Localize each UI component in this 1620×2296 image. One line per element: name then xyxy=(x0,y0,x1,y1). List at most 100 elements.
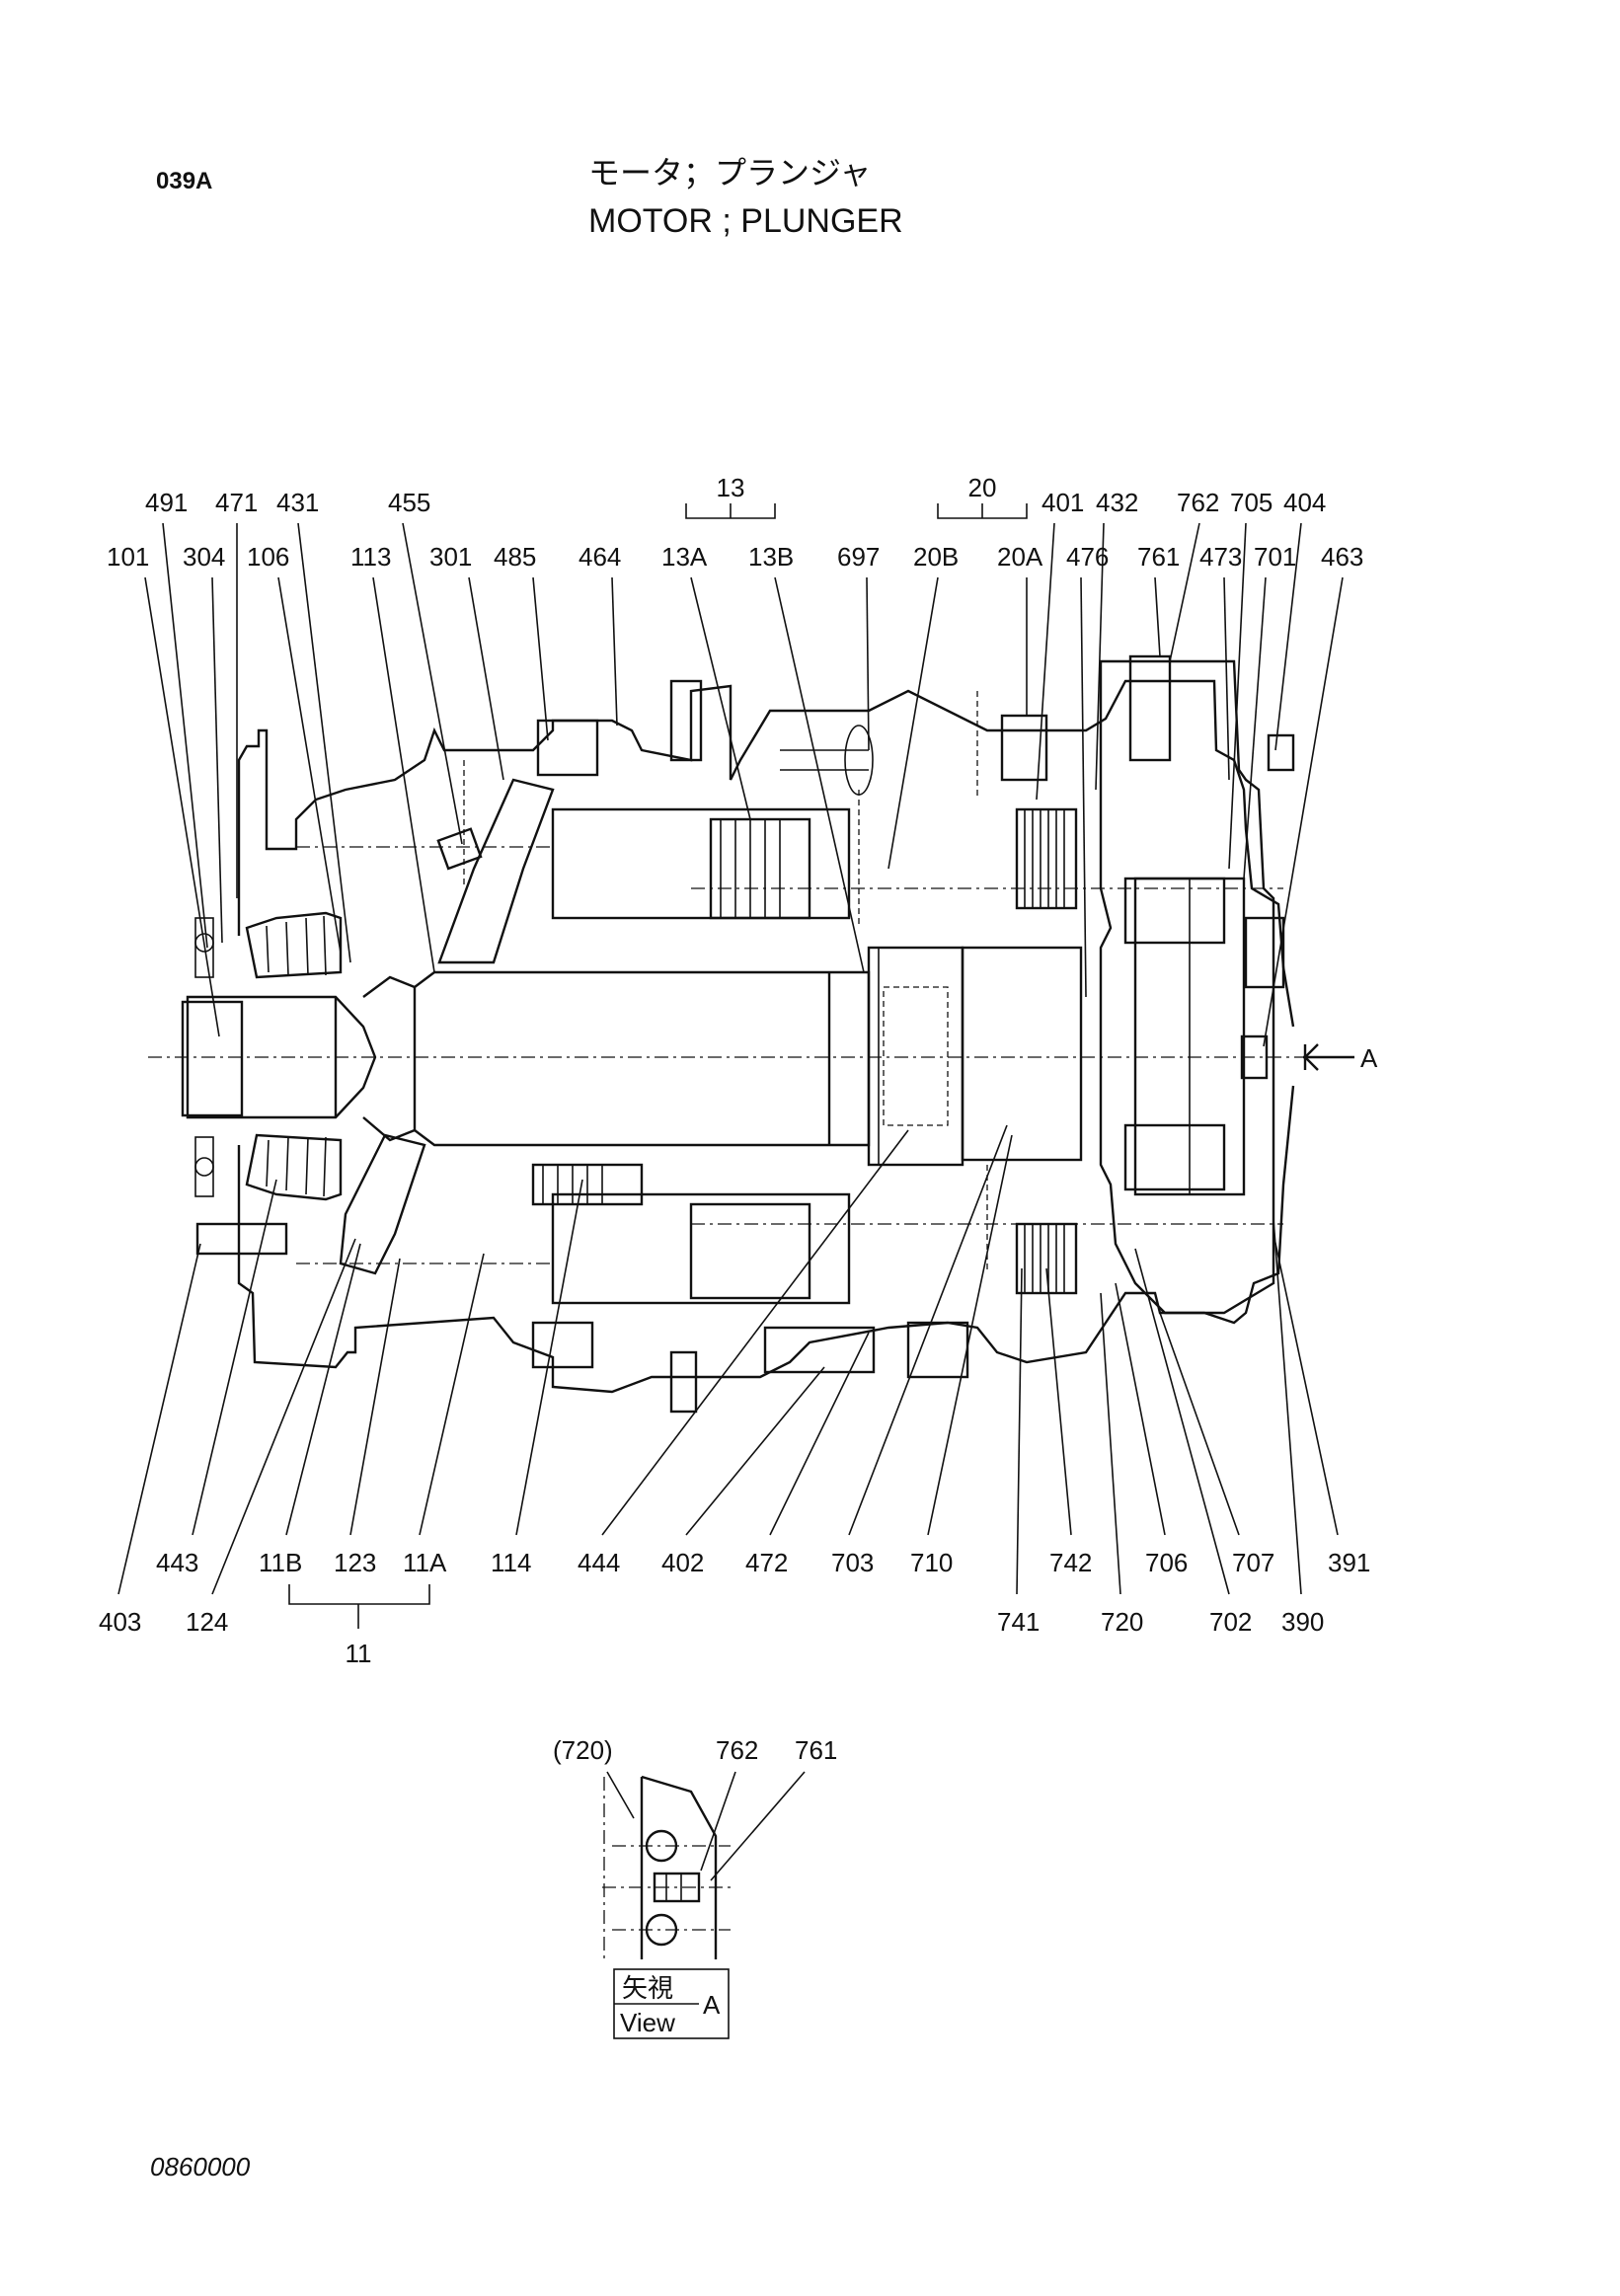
callout-705: 705 xyxy=(1230,488,1273,517)
group-bracket-11 xyxy=(288,1584,430,1629)
pin-455 xyxy=(436,827,483,871)
callout-443: 443 xyxy=(156,1548,198,1577)
group-bracket-13 xyxy=(685,503,776,519)
callout-114: 114 xyxy=(491,1548,531,1577)
callout-20B: 20B xyxy=(913,542,959,572)
callout-11A: 11A xyxy=(403,1548,447,1577)
shaft-end-flange xyxy=(181,1000,244,1117)
bolt-404 xyxy=(1267,733,1295,772)
plug-top-left xyxy=(669,679,703,762)
view-a-ref-720: (720) xyxy=(553,1735,613,1765)
callout-group-13: 13 xyxy=(717,473,745,502)
friction-plates-lower xyxy=(1015,1222,1078,1295)
callout-304: 304 xyxy=(183,542,225,572)
view-a-label-en: View xyxy=(620,2008,675,2037)
callout-710: 710 xyxy=(910,1548,953,1577)
callout-491: 491 xyxy=(145,488,188,517)
group-bracket-20 xyxy=(937,503,1028,519)
title-japanese: モータ；プランジャ xyxy=(588,154,872,191)
bearing-rollers-lower xyxy=(266,1136,327,1197)
bolt-shank-top xyxy=(780,749,869,771)
bolt-403 xyxy=(195,1222,288,1256)
view-a-inset: (720) 762 761 矢視 View A xyxy=(553,1735,837,2039)
callout-402: 402 xyxy=(661,1548,704,1577)
callout-432: 432 xyxy=(1096,488,1138,517)
seal-housing-lower xyxy=(194,1136,214,1197)
check-valve-lower xyxy=(1123,1123,1226,1191)
plug-bottom xyxy=(669,1350,698,1414)
callout-123: 123 xyxy=(334,1548,376,1577)
view-a-callout-762: 762 xyxy=(716,1735,758,1765)
callout-455: 455 xyxy=(388,488,430,517)
spring-114-coils xyxy=(542,1165,603,1204)
cylinder-block-upper xyxy=(551,807,851,920)
hidden-passages xyxy=(463,691,988,1273)
leader-lines-bottom xyxy=(117,1124,1339,1595)
shaft-neck xyxy=(362,970,871,1147)
valve-plate xyxy=(867,946,964,1167)
view-a-label-jp: 矢視 xyxy=(622,1973,673,2003)
callout-20A: 20A xyxy=(997,542,1043,572)
callout-463: 463 xyxy=(1321,542,1363,572)
callout-761: 761 xyxy=(1137,542,1180,572)
callout-113: 113 xyxy=(350,542,391,572)
shaft-coupling xyxy=(186,995,377,1119)
housing-outline-upper xyxy=(237,679,1295,1028)
callout-404: 404 xyxy=(1283,488,1326,517)
callout-13B: 13B xyxy=(748,542,794,572)
callout-471: 471 xyxy=(215,488,258,517)
view-a-direction-arrow xyxy=(1303,1043,1354,1071)
callout-473: 473 xyxy=(1199,542,1242,572)
callout-741: 741 xyxy=(997,1607,1040,1637)
title-english: MOTOR ; PLUNGER xyxy=(588,202,903,240)
callout-472: 472 xyxy=(745,1548,788,1577)
callout-101: 101 xyxy=(107,542,149,572)
rear-cover xyxy=(1099,659,1275,1315)
valve-762 xyxy=(1128,654,1172,762)
callout-391: 391 xyxy=(1328,1548,1370,1577)
view-a-letter: A xyxy=(703,1990,721,2020)
callout-720: 720 xyxy=(1101,1607,1143,1637)
bolt-401 xyxy=(1000,714,1048,782)
callout-762: 762 xyxy=(1177,488,1219,517)
callout-13A: 13A xyxy=(661,542,708,572)
callout-485: 485 xyxy=(494,542,536,572)
bearing-front-upper xyxy=(245,911,343,979)
leader-lines-top xyxy=(144,522,1344,1047)
callout-390: 390 xyxy=(1281,1607,1324,1637)
plug-463 xyxy=(1240,1034,1269,1080)
plug-lower-left xyxy=(531,1321,594,1369)
callout-group-20: 20 xyxy=(968,473,997,502)
view-a-arrow-label: A xyxy=(1360,1043,1378,1073)
drawing-code: 0860000 xyxy=(150,2152,251,2181)
callout-444: 444 xyxy=(578,1548,620,1577)
callout-106: 106 xyxy=(247,542,289,572)
plunger-upper xyxy=(709,817,811,920)
callout-11B: 11B xyxy=(259,1548,302,1577)
callout-301: 301 xyxy=(429,542,472,572)
plunger-upper-ribs xyxy=(720,819,781,918)
callout-701: 701 xyxy=(1254,542,1296,572)
plunger-lower xyxy=(689,1202,811,1300)
swash-plate-lower xyxy=(339,1133,426,1275)
callout-403: 403 xyxy=(99,1607,141,1637)
cylinder-block-lower xyxy=(551,1192,851,1305)
bolt-circle-lines xyxy=(296,846,1283,1264)
callout-group-11: 11 xyxy=(346,1639,372,1668)
callout-702: 702 xyxy=(1209,1607,1252,1637)
plug-391 xyxy=(1244,916,1285,989)
housing-outline-lower xyxy=(237,1085,1295,1394)
view-a-callout-761: 761 xyxy=(795,1735,837,1765)
callout-464: 464 xyxy=(579,542,621,572)
brake-hub xyxy=(961,946,1083,1162)
callout-401: 401 xyxy=(1041,488,1084,517)
bolt-472 xyxy=(906,1321,969,1379)
callout-742: 742 xyxy=(1049,1548,1092,1577)
callout-707: 707 xyxy=(1232,1548,1274,1577)
oil-seal-lower xyxy=(194,1157,214,1177)
valve-plate-hidden xyxy=(883,986,949,1126)
bearing-front-lower xyxy=(245,1133,343,1201)
bolt-485 xyxy=(536,719,599,777)
check-valve-upper xyxy=(1123,877,1226,945)
